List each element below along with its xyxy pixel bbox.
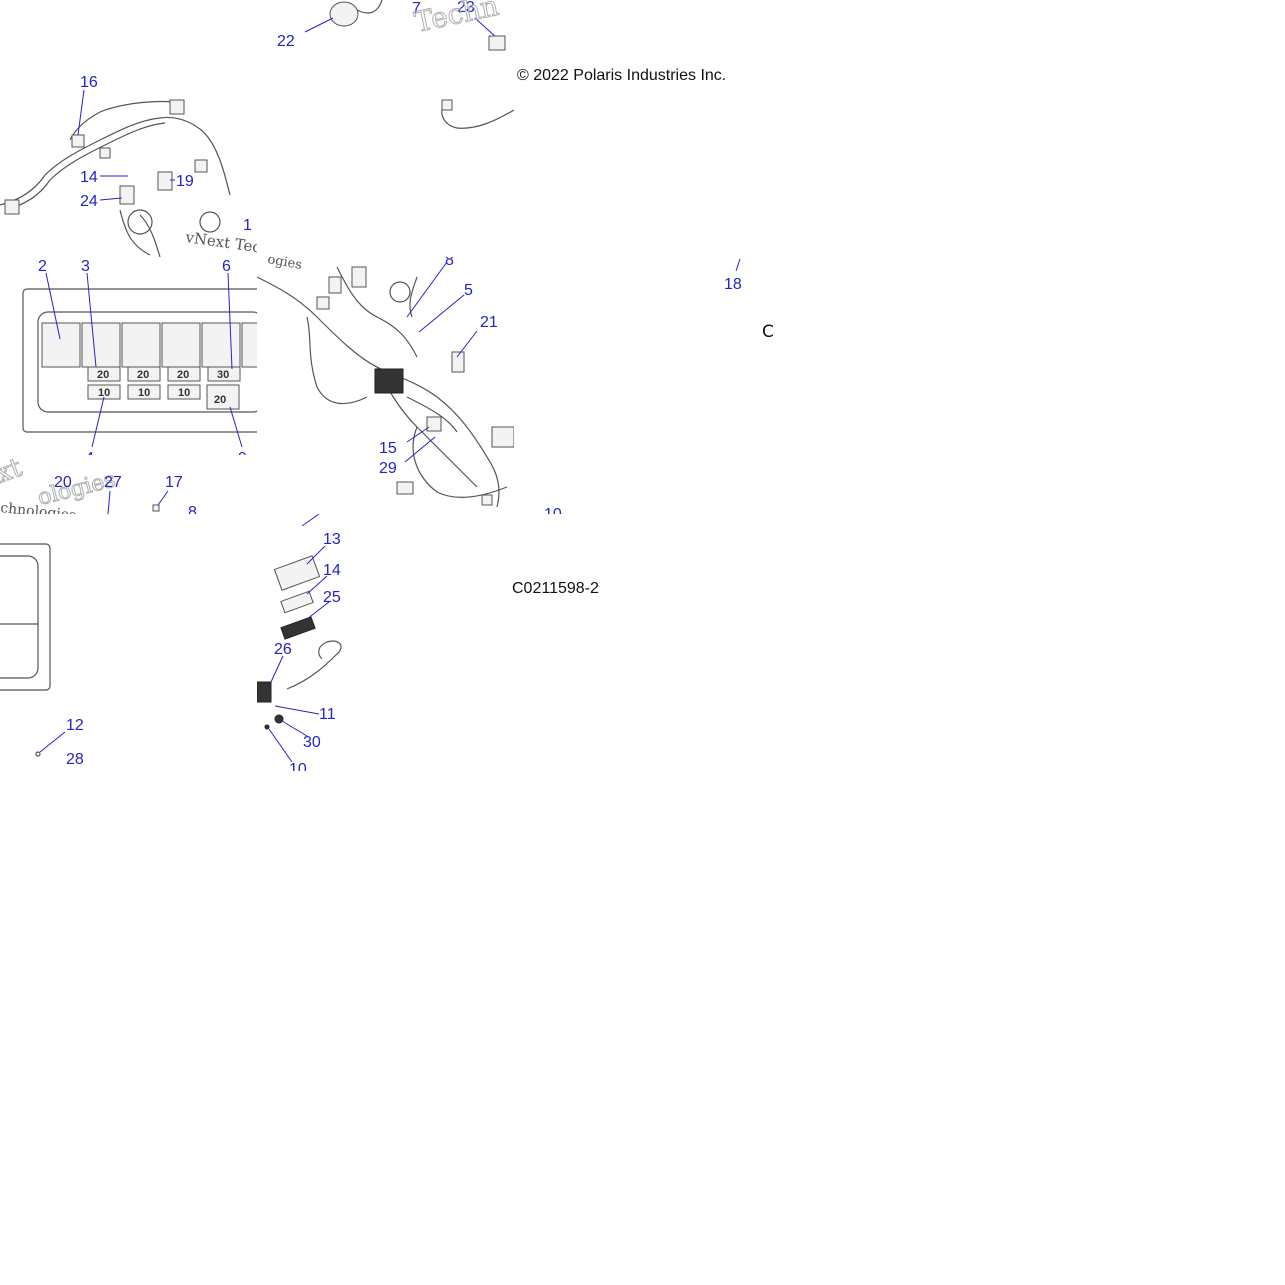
stray-character: C [762,322,774,342]
callout-25: 25 [323,589,341,606]
connector-icon [316,296,330,310]
connector-icon [99,147,111,159]
connector-icon [194,159,208,173]
callout-14: 14 [323,562,341,579]
connector-icon [328,276,342,294]
callout-14: 14 [80,169,98,186]
callout-8: 8 [445,257,454,269]
tile-harness-left: 16 14 19 24 1 vNext Tec [0,0,257,257]
tile-lower-left: 12 28 [0,514,257,771]
callout-1: 1 [243,217,252,234]
watermark-text: ogies [266,257,303,273]
fuse-icon [87,366,121,382]
callout-16: 16 [80,74,98,91]
watermark-text: xt [0,455,27,490]
tile-right-fragment: 18 10 [514,257,771,514]
callout-18: 18 [724,276,742,293]
watermark-text: Techn [412,0,502,39]
callout-6: 6 [222,258,231,275]
callout-19: 19 [176,173,194,190]
fuse-label: 20 [137,369,149,381]
fuse-label: 20 [97,369,109,381]
connector-icon [481,494,493,506]
callout-10: 10 [544,506,562,514]
callout-7: 7 [412,0,421,17]
ecu-connector-icon [374,368,404,394]
tile-main-harness: 8 5 21 15 29 ogies [257,257,514,514]
fuse-icon [127,384,161,400]
connector-icon [426,416,442,432]
connector-icon [396,481,414,495]
callout-26: 26 [274,641,292,658]
callout-2: 2 [38,258,47,275]
terminal-strip-icon [280,616,316,640]
tile-label-strip: xt chnologies ologies 20 27 17 8 [0,455,257,514]
callout-15: 15 [379,440,397,457]
fuse-label: 10 [178,387,190,399]
callout-10: 10 [289,761,307,771]
connector-icon [257,681,272,703]
fuse-label: 10 [138,387,150,399]
relay-icon [119,185,135,205]
terminal-strip-icon [280,590,314,614]
connector-icon [491,426,514,448]
fuse-label: 30 [217,369,229,381]
callout-29: 29 [379,460,397,477]
fuse-bay [41,322,257,368]
tile-top-middle: 22 7 23 Techn [257,0,514,257]
drawing-code: C0211598-2 [512,580,599,597]
fuse-label: 10 [98,387,110,399]
connector-icon [169,99,185,115]
connector-icon [4,199,20,215]
callout-13: 13 [323,531,341,548]
tile-small-parts: 13 14 25 26 11 30 10 [257,514,514,771]
callout-8: 8 [188,504,197,514]
copyright-notice: © 2022 Polaris Industries Inc. [517,67,727,84]
fuse-icon [207,366,241,382]
connector-icon [488,35,506,51]
connector-icon [451,351,465,373]
callout-3: 3 [81,258,90,275]
fuse-icon [167,384,201,400]
connector-icon [351,266,367,288]
module-icon [273,555,321,591]
fuse-icon [167,366,201,382]
callout-24: 24 [80,193,98,210]
fuse-icon [127,366,161,382]
callout-17: 17 [165,474,183,491]
callout-23: 23 [457,0,475,16]
callout-5: 5 [464,282,473,299]
fastener-icon [274,714,284,724]
fuse-label: 20 [214,394,226,406]
connector-icon [441,99,453,111]
callout-30: 30 [303,734,321,751]
connector-icon [329,1,359,27]
callout-12: 12 [66,717,84,734]
callout-21: 21 [480,314,498,331]
fuse-label: 20 [177,369,189,381]
callout-11: 11 [319,706,336,723]
fastener-icon [152,504,160,512]
callout-27: 27 [104,474,122,491]
fuse-icon [206,384,240,410]
callout-28: 28 [66,751,84,768]
connector-icon [71,134,85,148]
callout-22: 22 [277,33,295,50]
callout-20: 20 [54,474,72,491]
fastener-icon [264,724,270,730]
relay-icon [157,171,173,191]
